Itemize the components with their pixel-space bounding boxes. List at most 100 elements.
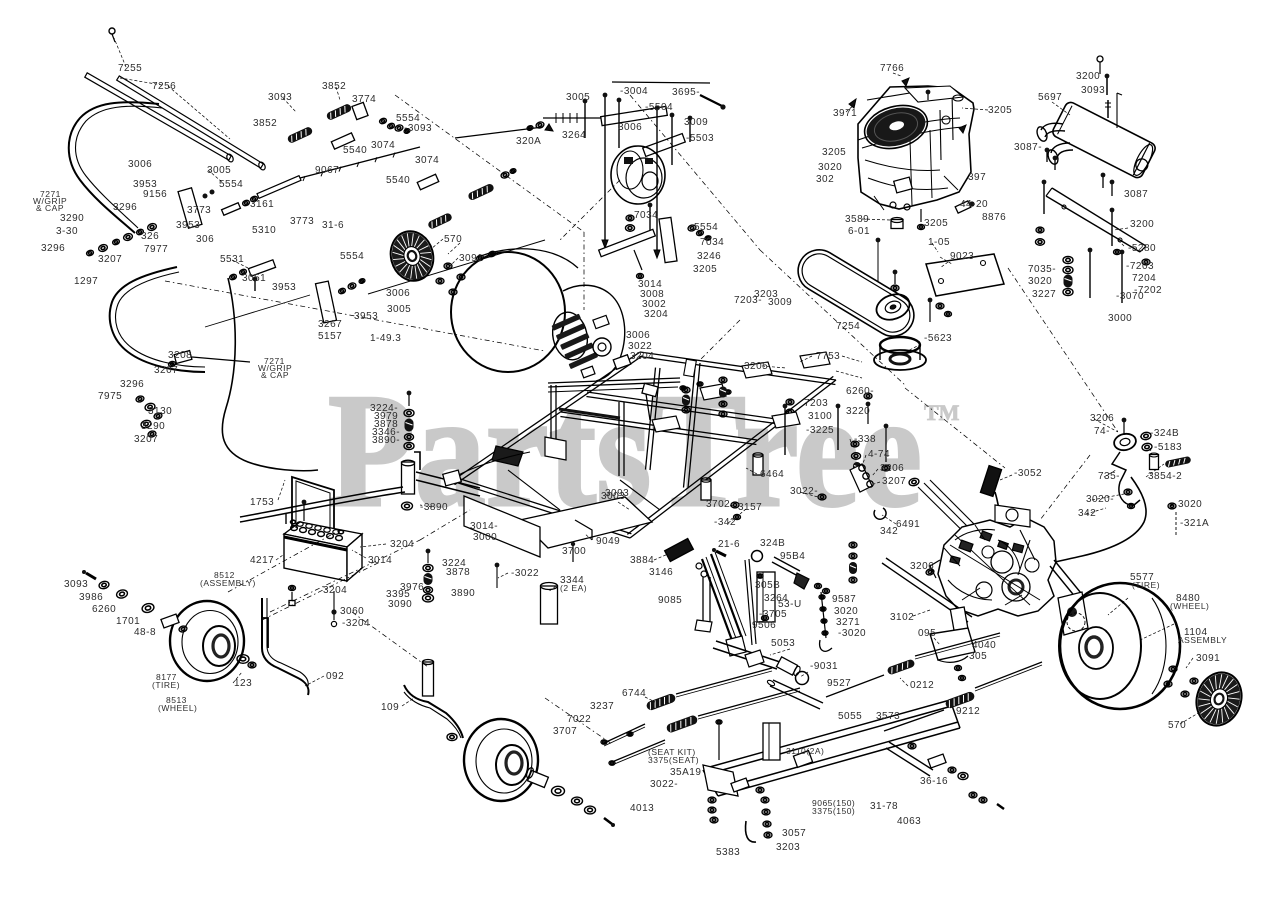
svg-text:9023: 9023	[950, 251, 974, 262]
svg-text:3852: 3852	[322, 81, 346, 92]
svg-text:3074: 3074	[371, 140, 395, 151]
svg-text:8177: 8177	[156, 672, 177, 682]
svg-text:3005: 3005	[207, 165, 231, 176]
svg-text:7254: 7254	[836, 321, 860, 332]
svg-text:3074: 3074	[415, 155, 439, 166]
svg-text:320A: 320A	[516, 136, 541, 147]
svg-text:31-78: 31-78	[870, 801, 898, 812]
svg-text:3953: 3953	[272, 282, 296, 293]
svg-text:3200: 3200	[1130, 219, 1154, 230]
svg-text:3157: 3157	[738, 502, 762, 513]
svg-text:3009: 3009	[684, 117, 708, 128]
svg-text:3695-: 3695-	[672, 87, 700, 98]
svg-text:5053: 5053	[771, 638, 795, 649]
svg-text:1753: 1753	[250, 497, 274, 508]
svg-text:1-05: 1-05	[928, 237, 950, 248]
svg-text:3-30: 3-30	[56, 226, 78, 237]
svg-text:3003: 3003	[601, 491, 625, 502]
svg-text:-3225: -3225	[806, 425, 834, 436]
svg-text:302: 302	[816, 174, 834, 185]
svg-text:5697: 5697	[1038, 92, 1062, 103]
svg-text:3290: 3290	[141, 421, 165, 432]
svg-text:3953: 3953	[176, 220, 200, 231]
svg-text:3200: 3200	[1076, 71, 1100, 82]
svg-text:(WHEEL): (WHEEL)	[158, 703, 197, 713]
svg-text:3057: 3057	[782, 828, 806, 839]
svg-text:7271: 7271	[264, 356, 285, 366]
svg-text:-5183: -5183	[1154, 442, 1182, 453]
svg-text:3204: 3204	[323, 585, 347, 596]
svg-text:0212: 0212	[910, 680, 934, 691]
svg-text:3091: 3091	[1196, 653, 1220, 664]
svg-text:3220: 3220	[846, 406, 870, 417]
svg-text:& CAP: & CAP	[36, 203, 64, 213]
svg-text:3206: 3206	[910, 561, 934, 572]
svg-text:35A19: 35A19	[670, 767, 701, 778]
svg-text:3773: 3773	[187, 205, 211, 216]
svg-text:3005: 3005	[387, 304, 411, 315]
svg-text:1104: 1104	[1184, 627, 1208, 638]
svg-text:3953: 3953	[354, 311, 378, 322]
svg-text:3100: 3100	[808, 411, 832, 422]
svg-text:3264: 3264	[764, 593, 788, 604]
svg-text:3971: 3971	[833, 108, 857, 119]
svg-text:3161: 3161	[250, 199, 274, 210]
svg-text:3237: 3237	[590, 701, 614, 712]
svg-text:5554: 5554	[219, 179, 243, 190]
svg-text:3014-: 3014-	[470, 521, 498, 532]
svg-text:8876: 8876	[982, 212, 1006, 223]
svg-text:5577: 5577	[1130, 572, 1154, 583]
svg-text:7203: 7203	[804, 398, 828, 409]
svg-text:-3020: -3020	[838, 628, 866, 639]
svg-text:3953: 3953	[133, 179, 157, 190]
svg-text:(2 EA): (2 EA)	[560, 583, 587, 593]
svg-text:1297: 1297	[74, 276, 98, 287]
svg-text:3006: 3006	[128, 159, 152, 170]
svg-text:3878: 3878	[446, 567, 470, 578]
svg-text:3207: 3207	[134, 434, 158, 445]
svg-text:3986: 3986	[79, 592, 103, 603]
svg-text:-9031: -9031	[810, 661, 838, 672]
svg-text:7753: 7753	[816, 351, 840, 362]
svg-text:7255: 7255	[118, 63, 142, 74]
svg-text:(TIRE): (TIRE)	[152, 680, 180, 690]
svg-text:5554: 5554	[396, 113, 420, 124]
svg-text:570: 570	[1168, 720, 1186, 731]
svg-text:(ASSEMBLY): (ASSEMBLY)	[200, 578, 256, 588]
svg-text:W/GRIP: W/GRIP	[33, 196, 67, 206]
svg-text:6-01: 6-01	[848, 226, 870, 237]
svg-text:3206: 3206	[880, 463, 904, 474]
svg-text:3296: 3296	[41, 243, 65, 254]
svg-text:8513: 8513	[166, 695, 187, 705]
svg-text:3207: 3207	[154, 365, 178, 376]
svg-text:6491: 6491	[896, 519, 920, 530]
svg-text:3375(SEAT): 3375(SEAT)	[648, 755, 699, 765]
svg-text:3091: 3091	[459, 253, 483, 264]
svg-text:-321A: -321A	[1180, 518, 1209, 529]
svg-text:6464: 6464	[760, 469, 784, 480]
svg-text:7975: 7975	[98, 391, 122, 402]
svg-text:3022-: 3022-	[790, 486, 818, 497]
svg-text:95B4: 95B4	[780, 551, 805, 562]
svg-text:3205: 3205	[822, 147, 846, 158]
svg-text:3395: 3395	[386, 589, 410, 600]
svg-text:7034: 7034	[634, 210, 658, 221]
svg-text:48-8: 48-8	[134, 627, 156, 638]
svg-text:3224: 3224	[442, 558, 466, 569]
svg-text:-342: -342	[714, 517, 736, 528]
svg-text:4013: 4013	[630, 803, 654, 814]
svg-text:9506: 9506	[752, 620, 776, 631]
svg-text:9212: 9212	[956, 706, 980, 717]
svg-text:3375(150): 3375(150)	[812, 806, 855, 816]
svg-text:3093: 3093	[268, 92, 292, 103]
svg-text:092: 092	[326, 671, 344, 682]
svg-text:-3070: -3070	[1116, 291, 1144, 302]
svg-text:W/GRIP: W/GRIP	[258, 363, 292, 373]
svg-text:3573: 3573	[876, 711, 900, 722]
svg-text:3227: 3227	[1032, 289, 1056, 300]
svg-text:(TIRE): (TIRE)	[1132, 580, 1160, 590]
svg-text:(WHEEL): (WHEEL)	[1170, 601, 1209, 611]
svg-text:3346-: 3346-	[372, 427, 400, 438]
svg-text:3022-: 3022-	[650, 779, 678, 790]
svg-text:3093: 3093	[1081, 85, 1105, 96]
